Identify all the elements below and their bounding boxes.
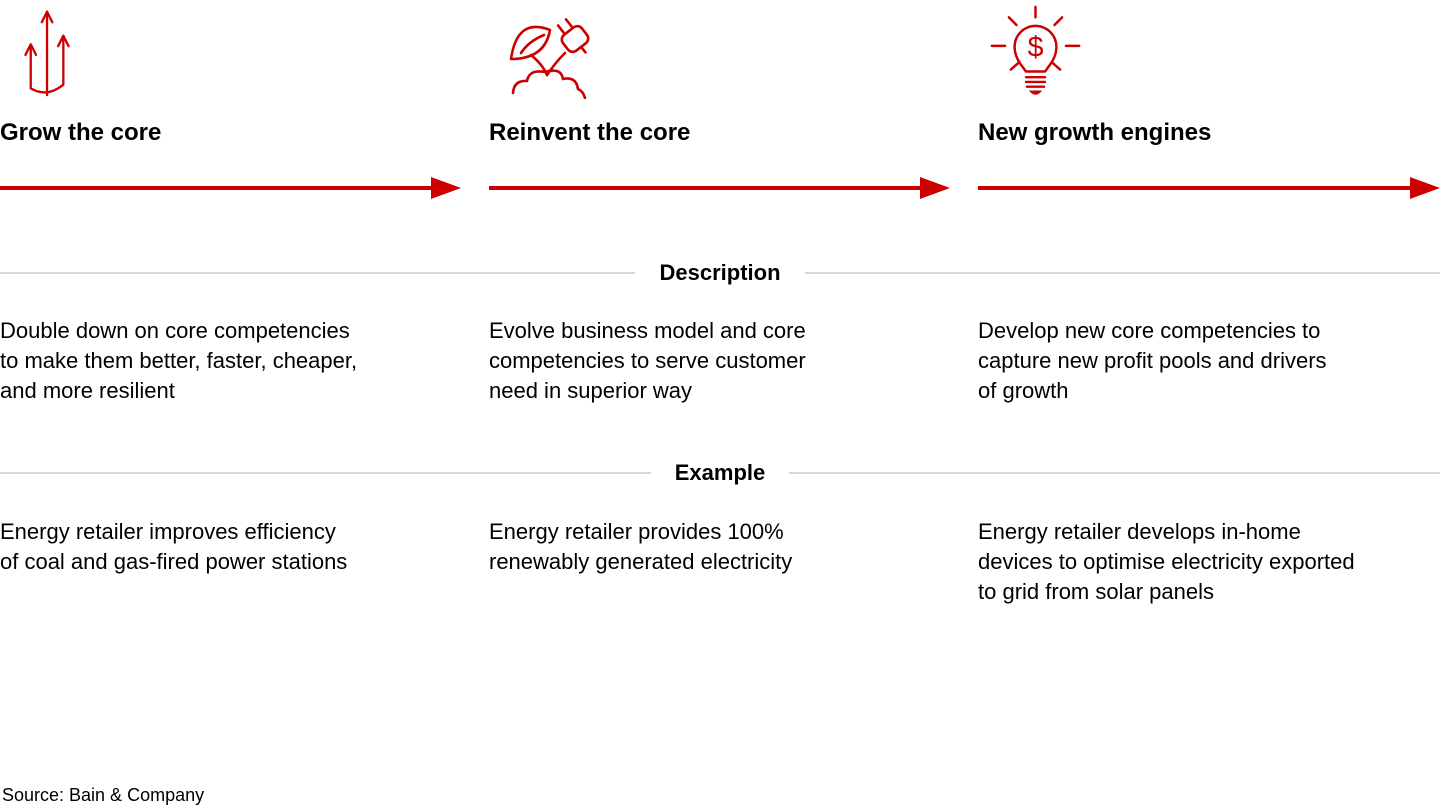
column-example: Energy retailer improves efficiency of c… <box>0 519 348 574</box>
svg-text:$: $ <box>1028 31 1044 63</box>
example-label: Example <box>674 460 766 485</box>
stage-arrow <box>0 177 461 199</box>
lightbulb-dollar-icon: $ <box>990 5 1081 95</box>
column-example: Energy retailer provides 100% renewably … <box>489 519 793 574</box>
arrow-head <box>1410 177 1440 199</box>
arrow-head <box>920 177 950 199</box>
column-description: Double down on core competencies to make… <box>0 318 358 403</box>
column-grow-the-core: Grow the core <box>0 0 461 199</box>
column-description: Develop new core competencies to capture… <box>978 318 1327 403</box>
description-row: Double down on core competencies to make… <box>0 316 1440 406</box>
growth-arrows-icon <box>24 10 70 97</box>
example-row: Energy retailer improves efficiency of c… <box>0 517 1440 607</box>
divider-rule <box>804 272 1440 274</box>
column-title: Reinvent the core <box>489 119 691 146</box>
column-example: Energy retailer develops in-home devices… <box>978 519 1355 604</box>
column-reinvent-the-core: Reinvent the core <box>489 0 950 199</box>
stage-header-row: Grow the core <box>0 0 1440 199</box>
divider-rule <box>789 472 1440 474</box>
stage-arrow <box>978 177 1440 199</box>
column-new-growth-engines: $ New growth engines <box>978 0 1440 199</box>
example-divider: Example <box>0 457 1440 489</box>
stage-arrow <box>489 177 950 199</box>
arrow-head <box>431 177 461 199</box>
description-divider: Description <box>0 257 1440 289</box>
source-note: Source: Bain & Company <box>2 785 205 805</box>
column-description: Evolve business model and core competenc… <box>489 318 806 403</box>
divider-rule <box>0 272 636 274</box>
divider-rule <box>0 472 651 474</box>
sprout-plug-icon <box>509 18 590 99</box>
description-label: Description <box>659 260 781 285</box>
column-title: Grow the core <box>0 119 162 146</box>
column-title: New growth engines <box>978 119 1212 146</box>
